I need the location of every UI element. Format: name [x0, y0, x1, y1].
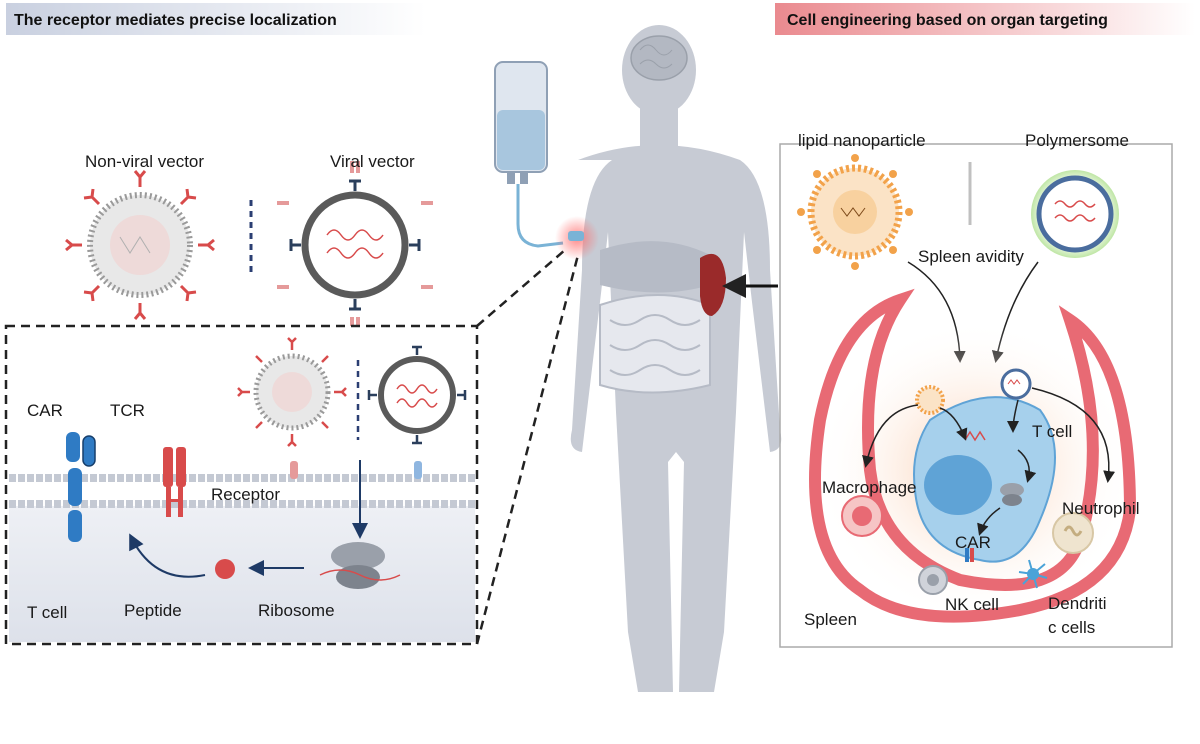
- receptor-pink-icon: [290, 461, 298, 479]
- small-lnp-icon: [915, 385, 945, 415]
- nk-cell-icon: [918, 565, 948, 595]
- spleen-avidity-label: Spleen avidity: [918, 247, 1024, 266]
- receptor-label: Receptor: [211, 485, 280, 504]
- polymersome-label: Polymersome: [1025, 131, 1129, 150]
- car-label-right: CAR: [955, 533, 991, 552]
- right-header: Cell engineering based on organ targetin…: [787, 12, 1108, 29]
- car-receptor-icon: [66, 432, 96, 542]
- intestine-loops: [609, 314, 701, 376]
- tcr-label: TCR: [110, 401, 145, 420]
- lnp-to-tcell-arrow: [939, 407, 968, 441]
- dendritic-label-line2: c cells: [1048, 618, 1095, 637]
- receptor-blue-icon: [414, 461, 422, 479]
- car-label: CAR: [27, 401, 63, 420]
- neutrophil-icon: [1052, 512, 1094, 554]
- right-panel-box: [779, 143, 1173, 648]
- blood-vessel: [809, 288, 1137, 623]
- nucleus-icon: [924, 455, 992, 515]
- brain-icon: [630, 35, 688, 81]
- injection-catheter-icon: [568, 231, 584, 241]
- inset-viral-vector-icon: [367, 345, 467, 445]
- intestine-icon: [599, 294, 711, 394]
- macrophage-label: Macrophage: [822, 478, 917, 497]
- t-cell-ribosome-icon: [1000, 483, 1024, 506]
- small-polymersome-icon: [1000, 368, 1032, 400]
- dendritic-label-line1: Dendriti: [1048, 594, 1107, 613]
- viral-vector-label: Viral vector: [330, 152, 415, 171]
- ribosome-to-car-arrow: [977, 507, 1001, 536]
- lnp-to-macrophage-arrow: [862, 404, 919, 468]
- left-header: The receptor mediates precise localizati…: [14, 12, 337, 29]
- right-header-bar: [775, 3, 1195, 35]
- cell-membrane: [9, 474, 475, 508]
- car-on-cell-tail: [970, 548, 974, 562]
- car-on-cell-icon: [965, 548, 969, 562]
- viral-vector-icon: [277, 161, 433, 329]
- non-viral-vector-label: Non-viral vector: [85, 152, 204, 171]
- ribosome-icon: [319, 542, 401, 589]
- non-viral-vector-icon: [65, 170, 215, 320]
- spleen-label: Spleen: [804, 610, 857, 629]
- spleen-organ-icon: [700, 253, 726, 316]
- lipid-nanoparticle-icon: [797, 154, 913, 270]
- inset-connector-bottom: [475, 254, 580, 645]
- polymersome-icon: [1031, 170, 1119, 258]
- inset-connector-top: [476, 249, 566, 327]
- inset-non-viral-vector-icon: [237, 337, 347, 447]
- poly-to-tcell-arrow: [1007, 399, 1020, 433]
- left-header-bar: [6, 3, 426, 35]
- t-cell-label-left: T cell: [27, 603, 67, 622]
- iv-bag-icon: [494, 61, 564, 248]
- peptide-icon: [215, 559, 235, 579]
- tcr-receptor-icon: [163, 447, 186, 517]
- cytoplasm: [9, 506, 475, 642]
- dendritic-cell-icon: [1018, 559, 1048, 589]
- macrophage-icon: [841, 495, 883, 537]
- display-arrow: [129, 533, 206, 578]
- mrna-icon: [964, 430, 986, 442]
- peptide-label: Peptide: [124, 601, 182, 620]
- t-cell-label-right: T cell: [1032, 422, 1072, 441]
- lipid-nanoparticle-label: lipid nanoparticle: [798, 131, 926, 150]
- nk-cell-label: NK cell: [945, 595, 999, 614]
- ribosome-label: Ribosome: [258, 601, 335, 620]
- liver-icon: [600, 241, 710, 293]
- poly-to-neutrophil-arrow: [1031, 387, 1116, 483]
- right-panel-open-corner: [782, 146, 792, 156]
- mrna-to-ribosome-arrow: [1017, 449, 1037, 483]
- neutrophil-label: Neutrophil: [1062, 499, 1140, 518]
